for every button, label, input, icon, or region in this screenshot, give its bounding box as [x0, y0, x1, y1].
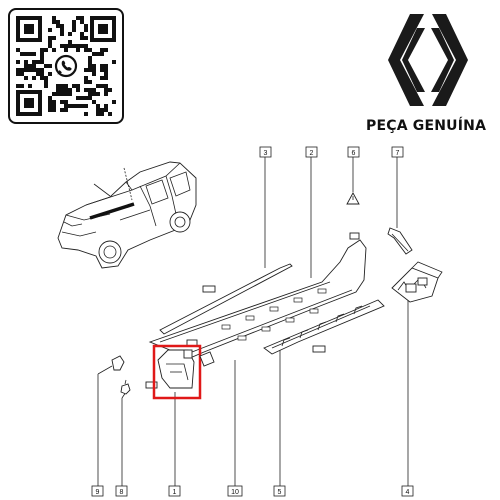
bracket-part-4 [391, 261, 443, 303]
highlight-box [152, 344, 202, 400]
callout-6: 6 [352, 150, 356, 157]
whatsapp-icon [53, 53, 79, 79]
callout-7: 7 [396, 150, 400, 157]
qr-code[interactable] [8, 8, 124, 124]
renault-diamond-logo [388, 14, 468, 106]
side-sill-part-2 [148, 239, 367, 359]
callout-8: 8 [120, 489, 124, 496]
clip-part-10 [199, 351, 215, 367]
callout-5: 5 [278, 489, 282, 496]
callout-3: 3 [264, 150, 268, 157]
genuine-part-label: PEÇA GENUÍNA [366, 118, 487, 134]
car-illustration [57, 161, 197, 269]
callout-4: 4 [406, 489, 410, 496]
callouts-top [91, 146, 414, 497]
fastener-part-8 [120, 379, 131, 395]
warning-icon [346, 192, 360, 205]
fastener-part-9 [111, 355, 125, 371]
clip-part-7 [387, 227, 413, 255]
callout-labels: 3 2 6 7 9 8 1 10 5 4 [96, 150, 410, 496]
callout-9: 9 [96, 489, 100, 496]
trim-strip-part-3 [159, 263, 293, 335]
callout-1: 1 [173, 489, 177, 496]
small-tag-part [349, 232, 360, 240]
callout-10: 10 [231, 489, 239, 496]
callout-2: 2 [310, 150, 314, 157]
retainer-part-5 [263, 299, 385, 355]
mud-flap-part-1 [157, 349, 195, 389]
qr-pattern [16, 16, 116, 116]
